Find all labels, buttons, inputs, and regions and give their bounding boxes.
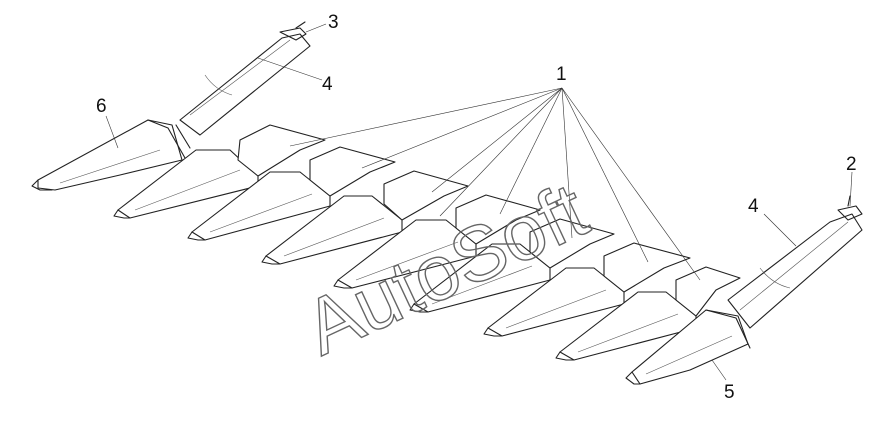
callout-2: 2 (846, 154, 857, 175)
finger-3 (261, 170, 469, 265)
leader-1-b (361, 87, 563, 169)
leader-1-f (561, 87, 649, 263)
leader-2 (849, 171, 853, 207)
divider-fingers (113, 124, 741, 361)
callout-1: 1 (556, 64, 567, 85)
leader-1-c (431, 87, 563, 193)
right-end-divider (625, 195, 863, 385)
callout-5: 5 (724, 382, 735, 403)
callout-6: 6 (96, 96, 107, 117)
leader-3 (305, 23, 327, 33)
leader-5 (711, 359, 727, 381)
finger-2 (187, 146, 396, 241)
leader-1-d (499, 87, 563, 215)
leader-1-a (289, 87, 563, 147)
left-end-divider (31, 21, 311, 191)
finger-6 (483, 242, 691, 337)
finger-7 (555, 266, 741, 361)
leader-1-e (561, 87, 573, 239)
finger-5 (409, 218, 615, 313)
callout-labels: 1 2 3 4 4 5 6 (96, 12, 857, 403)
leader-1-g (561, 87, 701, 281)
callout-3: 3 (328, 12, 339, 33)
finger-1 (113, 124, 326, 219)
callout-4-top: 4 (322, 74, 333, 95)
leader-1-h (439, 87, 563, 217)
leader-6 (105, 115, 119, 149)
leader-4a (257, 57, 323, 81)
leader-4b (763, 213, 797, 247)
callout-4-right: 4 (748, 196, 759, 217)
leader-lines (105, 23, 853, 381)
finger-4 (333, 194, 541, 289)
watermark: AutoSoft (291, 165, 600, 371)
